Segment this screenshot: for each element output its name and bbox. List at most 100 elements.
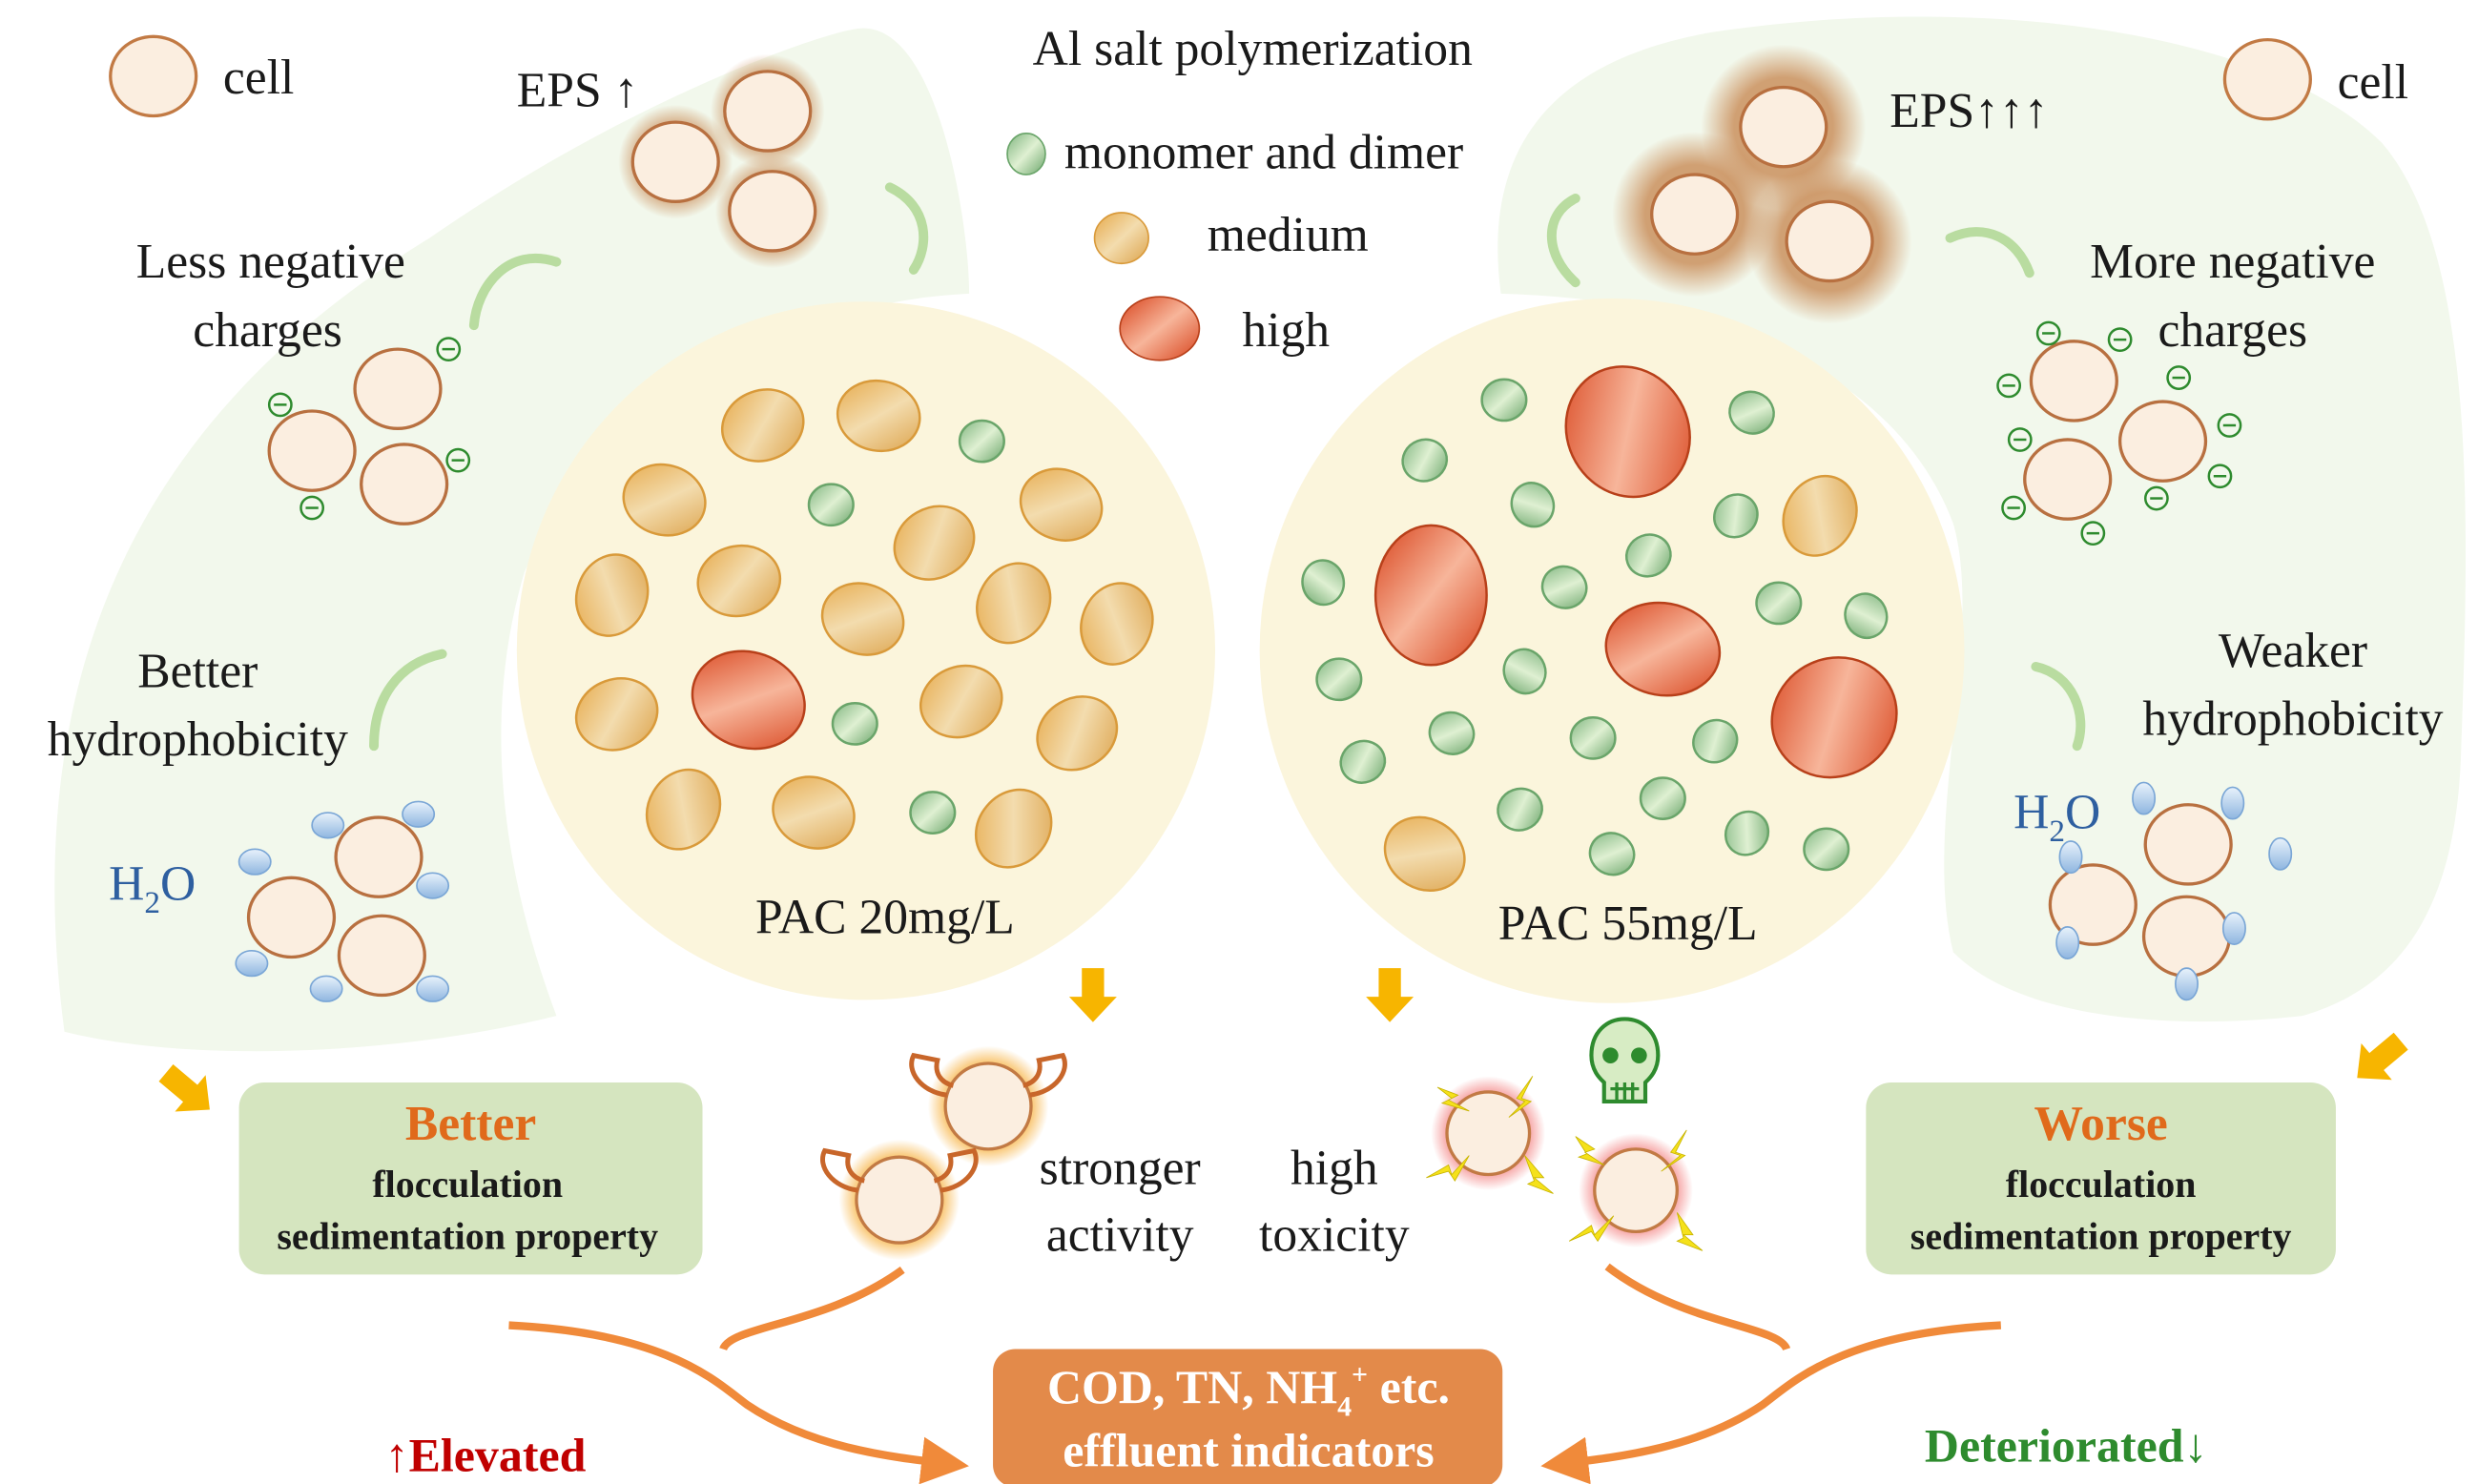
curved-arrow-icon xyxy=(1945,227,2034,278)
worse-box xyxy=(1866,1082,2336,1275)
legend-cell-icon-left xyxy=(109,34,198,118)
right-charges-line2: charges xyxy=(2158,303,2307,358)
medium-polymer xyxy=(1036,695,1119,772)
left-hydro-line1: Better xyxy=(137,645,258,699)
lightning-icon xyxy=(1575,1136,1604,1165)
lightning-icon xyxy=(1661,1129,1687,1172)
monomer-dimer xyxy=(1510,482,1556,528)
monomer-dimer xyxy=(1692,718,1739,764)
cell xyxy=(1785,199,1874,283)
muscle-arm-icon xyxy=(1022,1052,1067,1098)
monomer-dimer xyxy=(807,483,855,527)
monomer-dimer xyxy=(1724,810,1770,856)
left-h2o-label: H2O xyxy=(109,857,196,920)
medium-polymer xyxy=(772,775,856,850)
cell-clusters xyxy=(235,44,2293,1002)
high-polymer xyxy=(1770,656,1898,779)
right-charges-line1: More negative xyxy=(2090,235,2375,289)
cell xyxy=(337,914,426,998)
medium-polymer xyxy=(836,379,921,453)
arrow-diag-right-icon xyxy=(2357,1032,2408,1081)
monomer-dimer xyxy=(1713,493,1759,539)
strong-cells xyxy=(820,1045,1067,1261)
right-eps-label: EPS↑↑↑ xyxy=(1889,84,2048,138)
monomer-dimer xyxy=(1401,438,1449,483)
negative-charge-icon xyxy=(2035,320,2061,346)
water-droplet-icon xyxy=(2220,786,2245,820)
left-eps-label: EPS ↑ xyxy=(517,63,639,117)
legend-high-icon xyxy=(1119,296,1201,361)
water-droplet-icon xyxy=(309,975,343,1002)
activity-line1: stronger xyxy=(1040,1141,1201,1195)
right-h2o-label: H2O xyxy=(2013,786,2100,849)
negative-charge-icon xyxy=(436,337,462,362)
medium-polymer xyxy=(1383,815,1466,892)
medium-polymer xyxy=(919,664,1003,739)
negative-charge-icon xyxy=(2107,327,2133,353)
negative-charge-icon xyxy=(299,495,325,521)
medium-polymer xyxy=(1782,474,1858,557)
negative-charge-icon xyxy=(2207,464,2233,489)
toxicity-line2: toxicity xyxy=(1259,1207,1410,1262)
cell xyxy=(1650,173,1740,256)
monomer-dimer xyxy=(1755,581,1803,626)
curved-arrow-icon xyxy=(2031,661,2086,752)
high-polymer xyxy=(691,649,806,751)
medium-polymer xyxy=(1080,582,1154,666)
muscle-arm-icon xyxy=(909,1052,955,1098)
water-droplet-icon xyxy=(235,950,269,978)
medium-polymer xyxy=(820,582,905,656)
toxic-cells xyxy=(1426,1017,1704,1251)
legend-monomer-label: monomer and dimer xyxy=(1064,125,1463,179)
water-droplet-icon xyxy=(2221,912,2246,946)
cell xyxy=(267,409,357,492)
legend-medium-icon xyxy=(1093,212,1149,265)
worse-box-title: Worse xyxy=(2034,1097,2167,1151)
monomer-dimer xyxy=(1803,827,1850,872)
water-droplet-icon xyxy=(416,872,450,899)
skull-icon xyxy=(1589,1017,1661,1104)
medium-polymer xyxy=(974,788,1053,869)
high-polymer xyxy=(1564,365,1691,499)
monomer-dimer xyxy=(1428,711,1476,755)
arrow-down-left-icon xyxy=(1068,968,1117,1022)
cell xyxy=(2117,400,2208,483)
negative-charge-icon xyxy=(1996,373,2022,399)
effluent-box-line1: COD, TN, NH4+ etc. xyxy=(1047,1359,1450,1422)
monomer-dimer xyxy=(1588,832,1636,876)
monomer-dimer xyxy=(1315,657,1363,702)
orange-flow-arrows xyxy=(508,1263,2002,1484)
legend-cell-icon-right xyxy=(2222,37,2312,121)
medium-polymer xyxy=(720,388,805,463)
particles xyxy=(574,365,1898,892)
cell xyxy=(360,443,449,526)
negative-charge-icon xyxy=(2001,495,2027,521)
worse-box-line2: sedimentation property xyxy=(1910,1215,2292,1258)
deteriorated-label: Deteriorated↓ xyxy=(1925,1420,2208,1473)
effluent-box-line2: effluent indicators xyxy=(1063,1425,1435,1477)
cell xyxy=(2029,340,2118,423)
better-box-line1: flocculation xyxy=(372,1163,563,1206)
cell xyxy=(630,120,720,204)
cell xyxy=(246,876,337,959)
pac-55-label: PAC 55mg/L xyxy=(1498,897,1758,951)
water-droplet-icon xyxy=(2175,967,2199,1001)
curved-arrow-icon xyxy=(884,182,929,275)
elevated-label: ↑Elevated xyxy=(385,1430,587,1482)
legend-cell-label-left: cell xyxy=(223,51,294,105)
water-droplet-icon xyxy=(237,848,272,876)
right-hydro-line2: hydrophobicity xyxy=(2142,692,2443,747)
curved-arrow-icon xyxy=(369,649,447,752)
arrow-down-right-icon xyxy=(1366,968,1415,1022)
flow-curve-right-outer xyxy=(1540,1321,2002,1484)
left-charges-line2: charges xyxy=(193,303,342,358)
medium-polymer xyxy=(1019,467,1104,542)
monomer-dimer xyxy=(831,701,878,746)
cell xyxy=(1739,85,1828,169)
worse-box-line1: flocculation xyxy=(2006,1163,2197,1206)
monomer-dimer xyxy=(1497,787,1543,832)
pac-20-label: PAC 20mg/L xyxy=(755,891,1015,945)
better-box-line2: sedimentation property xyxy=(277,1215,658,1258)
activity-line2: activity xyxy=(1046,1207,1194,1262)
